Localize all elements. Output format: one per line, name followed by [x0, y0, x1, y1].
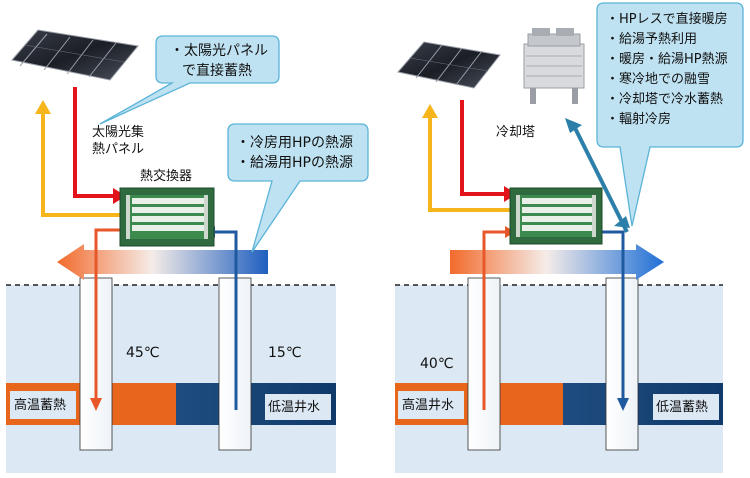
callout-source-line1: ・冷房用HPの熱源: [236, 135, 353, 151]
callout-uses-line4: ・寒冷地での融雪: [606, 72, 711, 87]
callout-source-left: [227, 123, 369, 253]
low-temp-label-box-left: [265, 394, 331, 420]
cool-flow-left: [213, 230, 238, 410]
cooling-tower-label: 冷却塔: [496, 125, 536, 140]
temp-cool-left: 15℃: [268, 345, 302, 361]
high-temp-label-box-right: [398, 391, 464, 419]
callout-uses-right: [596, 2, 744, 227]
red-pipe-right: [460, 100, 506, 196]
yellow-pipe-right: [428, 116, 514, 212]
warm-flow-left: [94, 228, 124, 400]
callout-solar-text: ・太陽光パネル で直接蓄熱: [170, 40, 268, 80]
right-panel: [395, 2, 744, 473]
ground-left: [6, 285, 336, 473]
heat-exchanger-label: 熱交換器: [140, 169, 193, 184]
callout-uses-line1: ・HPレスで直接暖房: [606, 12, 728, 27]
low-temp-label-box-right: [653, 394, 719, 420]
flow-arrow-left: [57, 244, 268, 280]
solar-collector-label-line1: 太陽光集: [92, 125, 145, 140]
heat-exchanger-left: [119, 187, 215, 247]
high-temp-label-right: 高温井水: [402, 398, 455, 413]
solar-collector-label: 太陽光集 熱パネル: [92, 124, 144, 158]
callout-uses-line6: ・輻射冷房: [606, 112, 672, 127]
ground-right: [395, 285, 723, 473]
red-pipe-left: [73, 87, 115, 198]
yellow-pipe-left: [41, 112, 122, 217]
tower-link-arrow: [572, 125, 629, 233]
cool-flow-right: [598, 230, 625, 400]
heat-exchanger-right: [509, 187, 603, 245]
high-temp-label-left: 高温蓄熱: [14, 398, 67, 413]
temp-warm-right: 40℃: [420, 356, 454, 372]
callout-solar-line1: ・太陽光パネル: [170, 43, 268, 59]
callout-uses-line5: ・冷却塔で冷水蓄熱: [606, 92, 724, 107]
callout-source-line2: ・給湯用HPの熱源: [236, 155, 353, 171]
temp-warm-left: 45℃: [126, 345, 160, 361]
flow-arrow-right: [450, 244, 664, 280]
solar-panel-right: [397, 41, 501, 89]
callout-solar-line2: で直接蓄熱: [182, 63, 252, 79]
low-temp-label-right: 低温蓄熱: [656, 400, 709, 415]
cooling-tower-right: [523, 28, 585, 104]
callout-uses-line2: ・給湯予熱利用: [606, 32, 698, 47]
solar-panel-left: [11, 29, 139, 81]
callout-uses-text: ・HPレスで直接暖房 ・給湯予熱利用 ・暖房・給湯HP熱源 ・寒冷地での融雪 ・…: [606, 8, 728, 128]
callout-solar-left: [99, 35, 280, 125]
high-temp-label-box-left: [10, 391, 76, 419]
left-panel: [6, 29, 369, 473]
callout-uses-line3: ・暖房・給湯HP熱源: [606, 52, 728, 67]
warm-flow-right: [482, 230, 507, 410]
solar-collector-label-line2: 熱パネル: [92, 142, 145, 157]
callout-source-text: ・冷房用HPの熱源 ・給湯用HPの熱源: [236, 132, 353, 172]
low-temp-label-left: 低温井水: [268, 400, 321, 415]
